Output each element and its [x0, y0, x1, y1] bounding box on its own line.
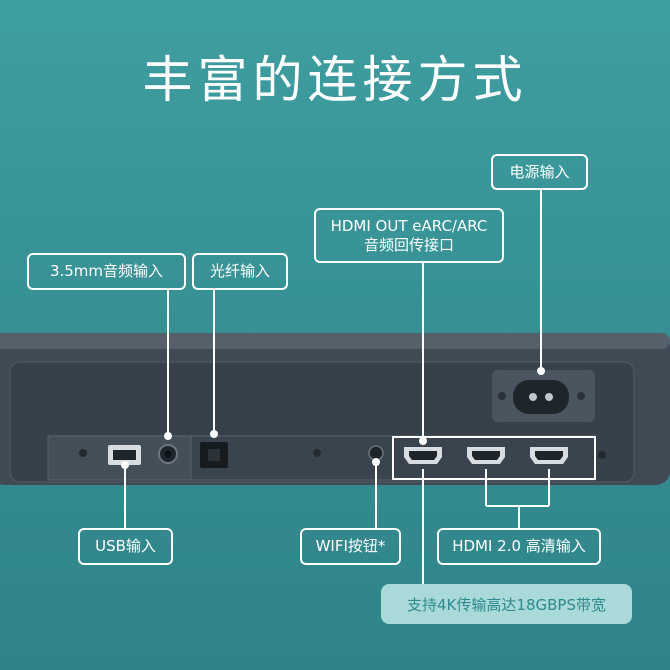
label-power-in: 电源输入: [491, 154, 588, 190]
label-hdmi-out: HDMI OUT eARC/ARC 音频回传接口: [314, 208, 504, 263]
label-optical-in: 光纤输入: [192, 253, 288, 290]
power-socket-icon: [513, 380, 569, 414]
bandwidth-banner: 支持4K传输高达18GBPS带宽: [381, 584, 632, 624]
hdmi-out-port-icon: [404, 447, 442, 464]
hdmi-in-port-2-icon: [530, 447, 568, 464]
audio-jack-icon: [158, 444, 178, 464]
label-hdmi-out-line1: HDMI OUT eARC/ARC: [330, 216, 488, 235]
label-audio-in: 3.5mm音频输入: [27, 253, 186, 290]
usb-port-icon: [108, 445, 141, 465]
optical-port-icon: [200, 442, 228, 468]
label-wifi-button: WIFI按钮*: [300, 528, 401, 565]
label-usb-in: USB输入: [78, 528, 173, 565]
label-hdmi-in: HDMI 2.0 高清输入: [437, 528, 601, 565]
hdmi-in-port-1-icon: [467, 447, 505, 464]
page-title: 丰富的连接方式: [142, 51, 528, 109]
label-hdmi-out-line2: 音频回传接口: [363, 235, 454, 254]
